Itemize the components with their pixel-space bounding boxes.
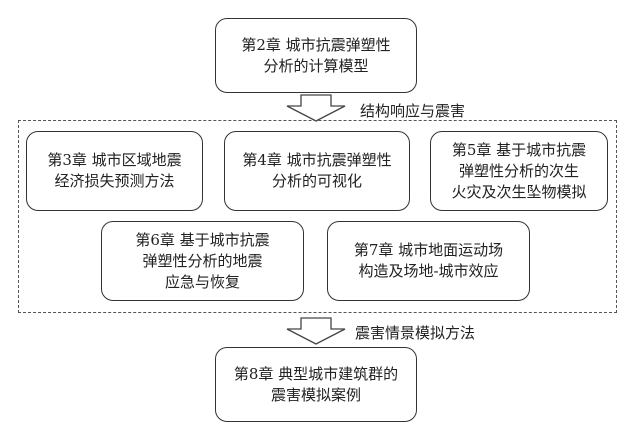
chapter-4-line-2: 分析的可视化: [271, 172, 362, 190]
chapter-7-box: 第7章 城市地面运动场构造及场地-城市效应: [327, 221, 530, 301]
chapter-7-line-2: 构造及场地-城市效应: [358, 262, 499, 280]
chapter-5-line-1: 第5章 基于城市抗震: [451, 140, 587, 159]
chapter-2-box: 第2章 城市抗震弹塑性分析的计算模型: [215, 18, 417, 93]
chapter-2-line-2: 分析的计算模型: [263, 56, 369, 75]
chapter-5-line-2: 弹塑性分析的次生: [458, 161, 579, 180]
dashed-group-frame: [18, 120, 617, 313]
chapter-8-line-2: 震害模拟案例: [270, 385, 361, 404]
chapter-6-line-2: 弹塑性分析的地震: [142, 251, 263, 270]
chapter-5-box: 第5章 基于城市抗震弹塑性分析的次生火灾及次生坠物模拟: [430, 131, 608, 211]
chapter-6-box: 第6章 基于城市抗震弹塑性分析的地震应急与恢复: [101, 221, 304, 301]
chapter-3-line-1: 第3章 城市区域地震: [47, 151, 182, 169]
down-arrow-icon: [286, 317, 346, 345]
chapter-4-box: 第4章 城市抗震弹塑性分析的可视化: [224, 131, 410, 211]
chapter-7-line-1: 第7章 城市地面运动场: [353, 241, 504, 259]
chapter-3-box: 第3章 城市区域地震经济损失预测方法: [26, 131, 203, 211]
chapter-3-line-2: 经济损失预测方法: [54, 172, 175, 190]
chapter-2-line-1: 第2章 城市抗震弹塑性: [241, 35, 391, 54]
chapter-5-line-3: 火灾及次生坠物模拟: [451, 182, 587, 201]
chapter-4-line-1: 第4章 城市抗震弹塑性: [242, 151, 392, 169]
chapter-6-line-3: 应急与恢复: [164, 272, 240, 291]
down-arrow-icon: [286, 94, 346, 122]
chapter-6-line-1: 第6章 基于城市抗震: [135, 230, 270, 249]
arrow-label-scenario-simulation: 震害情景模拟方法: [355, 324, 476, 342]
chapter-8-box: 第8章 典型城市建筑群的震害模拟案例: [215, 347, 417, 422]
arrow-label-structural-response: 结构响应与震害: [360, 102, 466, 120]
chapter-8-line-1: 第8章 典型城市建筑群的: [233, 364, 399, 383]
